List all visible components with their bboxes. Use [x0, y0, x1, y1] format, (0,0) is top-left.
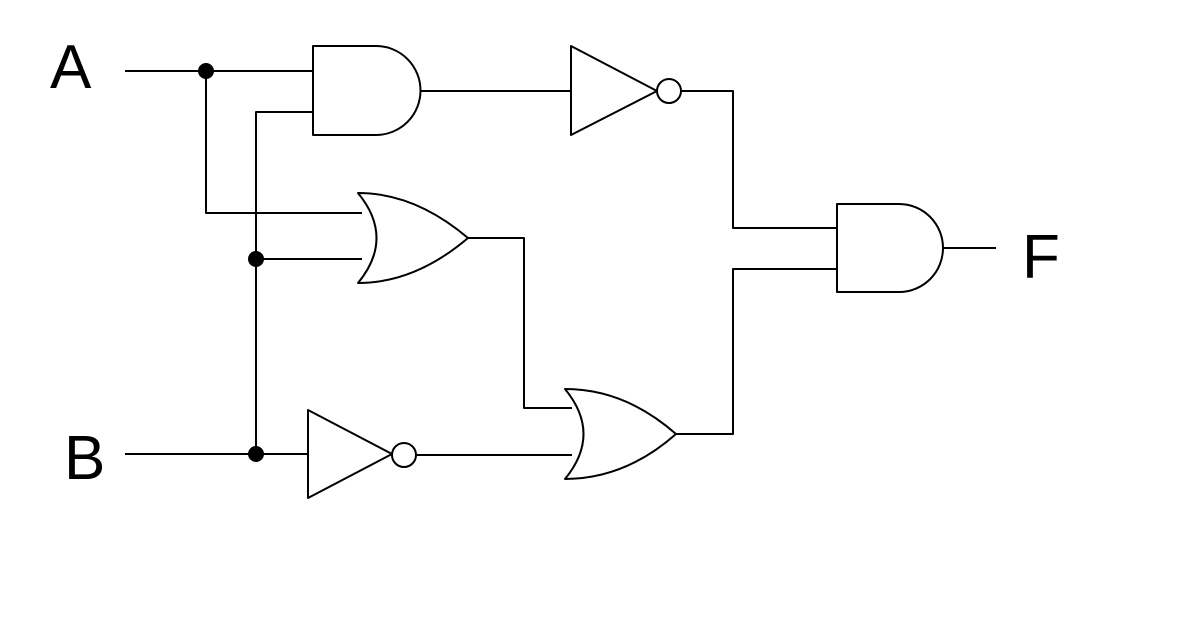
wire-not1-to-and2 [682, 90, 837, 229]
or-gate-1 [357, 192, 469, 284]
and-gate-1 [312, 45, 422, 136]
junction-dot-a [198, 63, 214, 79]
not-gate-2-bubble [391, 442, 417, 468]
junction-dot-b-upper [248, 251, 264, 267]
not-gate-1-bubble [656, 78, 682, 104]
and-gate-2 [836, 203, 944, 293]
wire-or2-to-and2 [676, 268, 837, 435]
output-label-f: F [1022, 223, 1060, 292]
wire-or1-to-or2 [468, 237, 572, 409]
input-label-b: B [64, 424, 105, 493]
wire-a-to-or1 [205, 71, 362, 214]
wire-b-to-and1 [255, 111, 313, 454]
input-label-a: A [50, 33, 92, 102]
not-gate-1 [570, 45, 658, 136]
or-gate-2 [564, 388, 677, 480]
junction-dot-b-lower [248, 446, 264, 462]
not-gate-2 [307, 409, 393, 499]
